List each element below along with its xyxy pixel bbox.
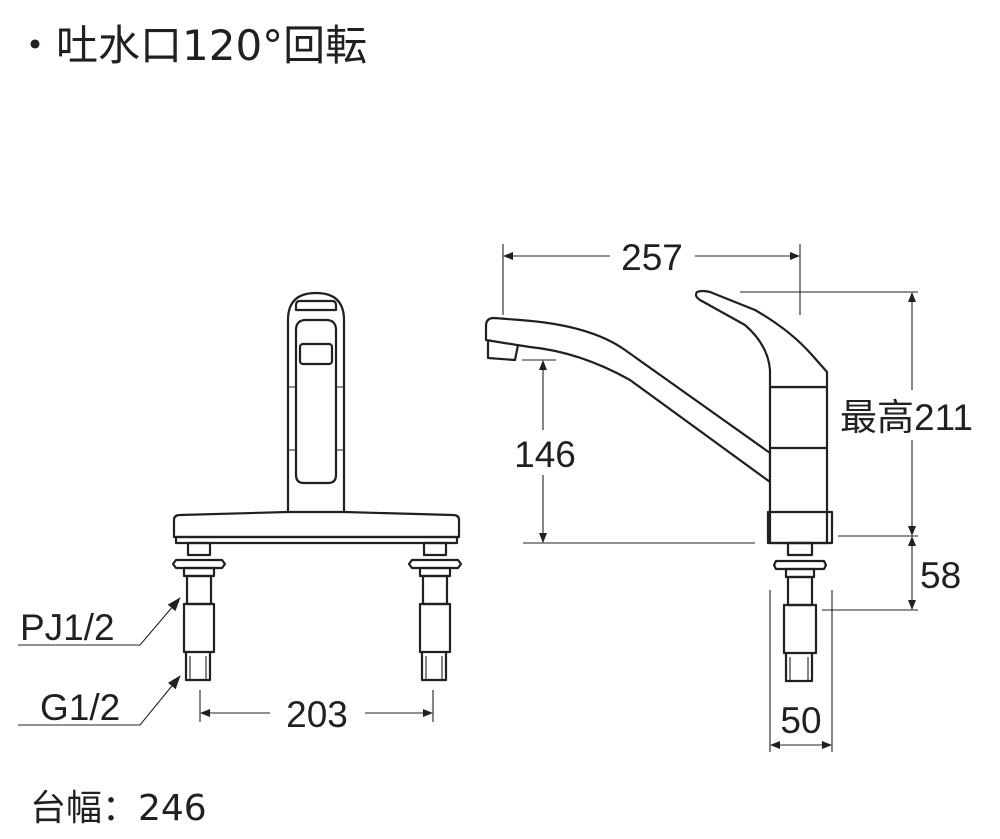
page-title: ・吐水口120°回転 — [14, 21, 367, 70]
left-leg — [171, 541, 227, 682]
dim-spout-reach: 257 — [621, 237, 683, 278]
front-handle — [286, 291, 346, 513]
dim-spout-height: 146 — [514, 434, 576, 475]
dim-below-deck: 58 — [920, 555, 961, 596]
front-base-plate — [172, 510, 461, 539]
dim-leg-spacing: 203 — [286, 694, 348, 735]
label-pj-thread: PJ1/2 — [20, 607, 115, 648]
spout — [484, 316, 772, 484]
side-body — [768, 385, 829, 545]
side-lever-handle — [694, 289, 829, 389]
base-width-label: 台幅：246 — [30, 788, 207, 829]
dim-body-width: 50 — [780, 700, 821, 741]
side-view: 257 146 最高211 58 50 — [484, 237, 973, 752]
label-g-thread: G1/2 — [40, 687, 120, 728]
dim-max-height: 最高211 — [840, 397, 973, 438]
front-view: 203 PJ1/2 G1/2 — [18, 291, 463, 735]
side-leg — [772, 541, 828, 683]
right-leg — [407, 541, 463, 682]
